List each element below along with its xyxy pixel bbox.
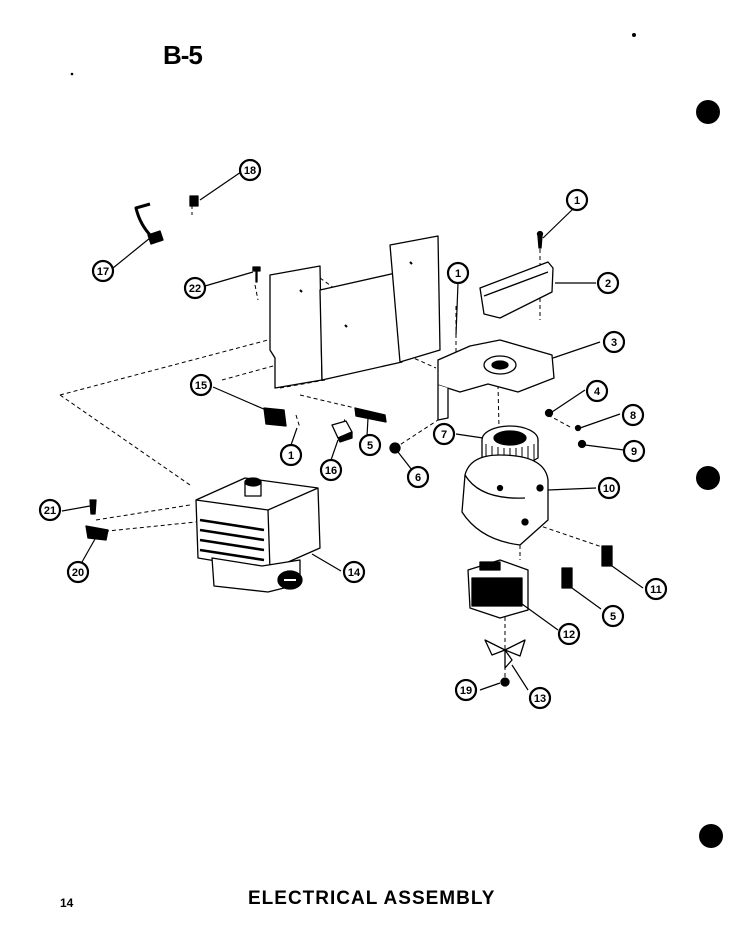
- callout-label: 16: [325, 465, 337, 477]
- callout-label: 7: [441, 429, 447, 441]
- leader-lines: [61, 171, 644, 691]
- callout-label: 13: [534, 693, 546, 705]
- callout-19: [454, 678, 478, 702]
- callout-18: [238, 158, 262, 182]
- part-shield-panel-right: [389, 235, 441, 363]
- callout-label: 18: [244, 165, 256, 177]
- callout-15: [189, 373, 213, 397]
- part-clamp-20: [85, 525, 109, 541]
- callout-4: [585, 379, 609, 403]
- callout-label: 8: [630, 410, 636, 422]
- callout-14: [342, 560, 366, 584]
- part-cover-plate: [479, 261, 554, 319]
- callout-1-top: [565, 188, 589, 212]
- callout-label: 2: [605, 278, 611, 290]
- callout-9: [622, 439, 646, 463]
- part-terminal-strip: [354, 407, 387, 423]
- callout-label: 1: [574, 195, 580, 207]
- scan-speck: [632, 33, 636, 37]
- part-clip: [189, 195, 199, 207]
- page-title: ELECTRICAL ASSEMBLY: [248, 888, 496, 909]
- part-fan-blade-small: [484, 639, 526, 669]
- scan-speck: [70, 72, 74, 76]
- part-bracket-15: [263, 407, 287, 427]
- callout-3: [602, 330, 626, 354]
- callout-numbers: 18 17 22 1 2 3 1 15 5 4 8 7 9 1 16 6 10 …: [44, 165, 662, 705]
- part-shield-panel-mid: [319, 271, 403, 381]
- callout-label: 21: [44, 505, 56, 517]
- exploded-parts: [85, 195, 613, 687]
- callout-label: 5: [610, 611, 616, 623]
- callout-label: 15: [195, 380, 207, 392]
- callout-20: [66, 560, 90, 584]
- callout-label: 11: [650, 584, 662, 596]
- callout-label: 22: [189, 283, 201, 295]
- part-rod: [134, 202, 154, 239]
- callout-label: 9: [631, 446, 637, 458]
- callout-11: [644, 577, 668, 601]
- page-code: B-5: [163, 40, 203, 70]
- callout-label: 19: [460, 685, 472, 697]
- callout-label: 10: [603, 483, 615, 495]
- callout-8: [621, 403, 645, 427]
- part-nut: [389, 442, 401, 454]
- callout-1-low: [279, 443, 303, 467]
- part-bracket-5: [561, 567, 573, 589]
- callout-10: [597, 476, 621, 500]
- callout-label: 1: [455, 268, 461, 280]
- callout-2: [596, 271, 620, 295]
- callout-6: [406, 465, 430, 489]
- callout-21: [38, 498, 62, 522]
- callout-7: [432, 422, 456, 446]
- callout-label: 4: [594, 386, 601, 398]
- page-number: 14: [60, 896, 74, 910]
- part-shield-panel-left: [269, 265, 323, 389]
- callout-label: 3: [611, 337, 617, 349]
- binder-hole: [699, 824, 723, 848]
- part-bracket-11: [601, 545, 613, 567]
- callout-12: [557, 622, 581, 646]
- part-fan-duct: [461, 454, 549, 546]
- callout-16: [319, 458, 343, 482]
- binder-hole: [696, 466, 720, 490]
- callout-label: 5: [367, 440, 373, 452]
- callout-label: 20: [72, 567, 84, 579]
- part-rod-bracket: [147, 230, 164, 245]
- callout-22: [183, 276, 207, 300]
- callout-label: 12: [563, 629, 575, 641]
- callout-label: 14: [348, 567, 361, 579]
- callout-5-left: [358, 433, 382, 457]
- binder-hole: [696, 100, 720, 124]
- callout-balloons: [38, 158, 668, 710]
- callout-label: 1: [288, 450, 294, 462]
- part-screw: [252, 266, 261, 283]
- callout-17: [91, 259, 115, 283]
- callout-label: 17: [97, 266, 109, 278]
- callout-label: 6: [415, 472, 421, 484]
- callout-13: [528, 686, 552, 710]
- callout-1-mid: [446, 261, 470, 285]
- callout-5-right: [601, 604, 625, 628]
